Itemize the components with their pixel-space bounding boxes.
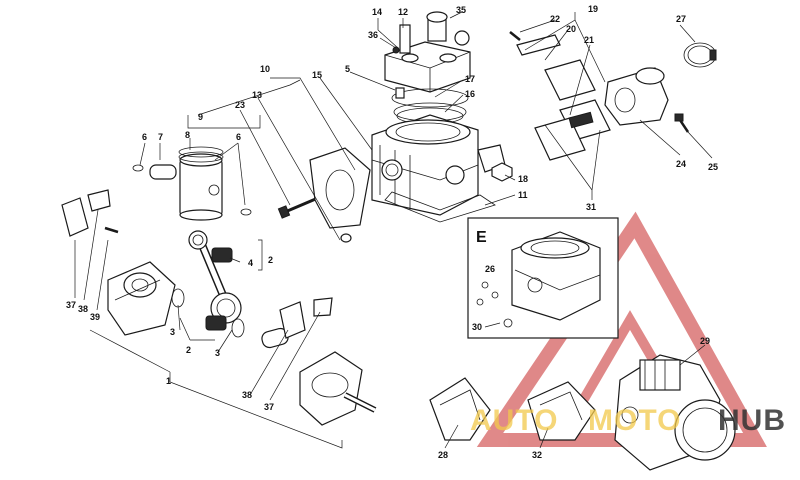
callout-7: 7	[158, 132, 163, 142]
cylinder-head	[384, 11, 471, 93]
piston	[178, 146, 224, 221]
callout-29: 29	[700, 336, 710, 346]
head-gaskets	[391, 87, 469, 125]
callout-6-right: 6	[236, 132, 241, 142]
watermark-word-hub: HUB	[718, 404, 786, 437]
callout-11: 11	[518, 190, 528, 200]
gasket-kit-32	[527, 381, 596, 441]
small-pins	[104, 226, 119, 234]
callout-3-left: 3	[170, 327, 175, 337]
callout-36: 36	[368, 30, 378, 40]
watermark-word-moto: MOTO	[588, 404, 681, 437]
needle-bearings	[205, 247, 233, 331]
reed-stopper	[509, 31, 561, 56]
callout-38-right: 38	[242, 390, 252, 400]
crankshaft-right	[299, 351, 377, 426]
callout-16: 16	[465, 89, 475, 99]
callout-21: 21	[584, 35, 594, 45]
engine-assembly	[614, 354, 736, 471]
callout-19: 19	[588, 4, 598, 14]
crankshaft-left	[107, 261, 176, 336]
callout-1: 1	[166, 376, 171, 386]
detail-inset-e	[467, 217, 619, 339]
callout-15: 15	[312, 70, 322, 80]
callout-18: 18	[518, 174, 528, 184]
callout-37-right: 37	[264, 402, 274, 412]
callout-22: 22	[550, 14, 560, 24]
callout-39: 39	[90, 312, 100, 322]
connecting-rod	[188, 230, 242, 324]
callout-12: 12	[398, 7, 408, 17]
watermark-text: AUTO MOTO HUB	[470, 404, 786, 437]
callout-14: 14	[372, 7, 382, 17]
nut-18	[491, 162, 513, 182]
bolt-25	[674, 113, 690, 133]
cylinder-block	[371, 114, 506, 216]
leader-lines	[74, 11, 713, 449]
circlips	[132, 164, 252, 216]
base-gasket	[384, 191, 496, 223]
crank-covers	[61, 189, 333, 339]
reed-block	[534, 59, 611, 161]
callout-labels: 1 2 2 3 3 4 5 6 6 7 8 9 10 11 13 14 12 1…	[66, 4, 718, 460]
hose-clamp	[683, 42, 717, 68]
callout-10: 10	[260, 64, 270, 74]
callout-2-crank: 2	[186, 345, 191, 355]
piston-pin	[149, 164, 177, 180]
callout-3-right: 3	[215, 348, 220, 358]
callout-27: 27	[676, 14, 686, 24]
callout-32: 32	[532, 450, 542, 460]
callout-25: 25	[708, 162, 718, 172]
gasket-kit-28	[429, 377, 491, 441]
callout-38-left: 38	[78, 304, 88, 314]
callout-20: 20	[566, 24, 576, 34]
callout-24: 24	[676, 159, 686, 169]
callout-2-bearing: 2	[268, 255, 273, 265]
callout-28: 28	[438, 450, 448, 460]
callout-26: 26	[485, 264, 495, 274]
inset-letter-e: E	[476, 229, 487, 246]
callout-35: 35	[456, 5, 466, 15]
callout-6-left: 6	[142, 132, 147, 142]
watermark-word-auto: AUTO	[470, 404, 558, 437]
callout-9: 9	[198, 112, 203, 122]
callout-13: 13	[252, 90, 262, 100]
callout-5: 5	[345, 64, 350, 74]
callout-37-left: 37	[66, 300, 76, 310]
callout-8: 8	[185, 130, 190, 140]
callout-30: 30	[472, 322, 482, 332]
intake-manifold	[604, 67, 669, 126]
callout-23: 23	[235, 100, 245, 110]
callout-17: 17	[465, 74, 475, 84]
callout-31: 31	[586, 202, 596, 212]
exhaust-flange	[309, 147, 371, 243]
callout-4: 4	[248, 258, 253, 268]
